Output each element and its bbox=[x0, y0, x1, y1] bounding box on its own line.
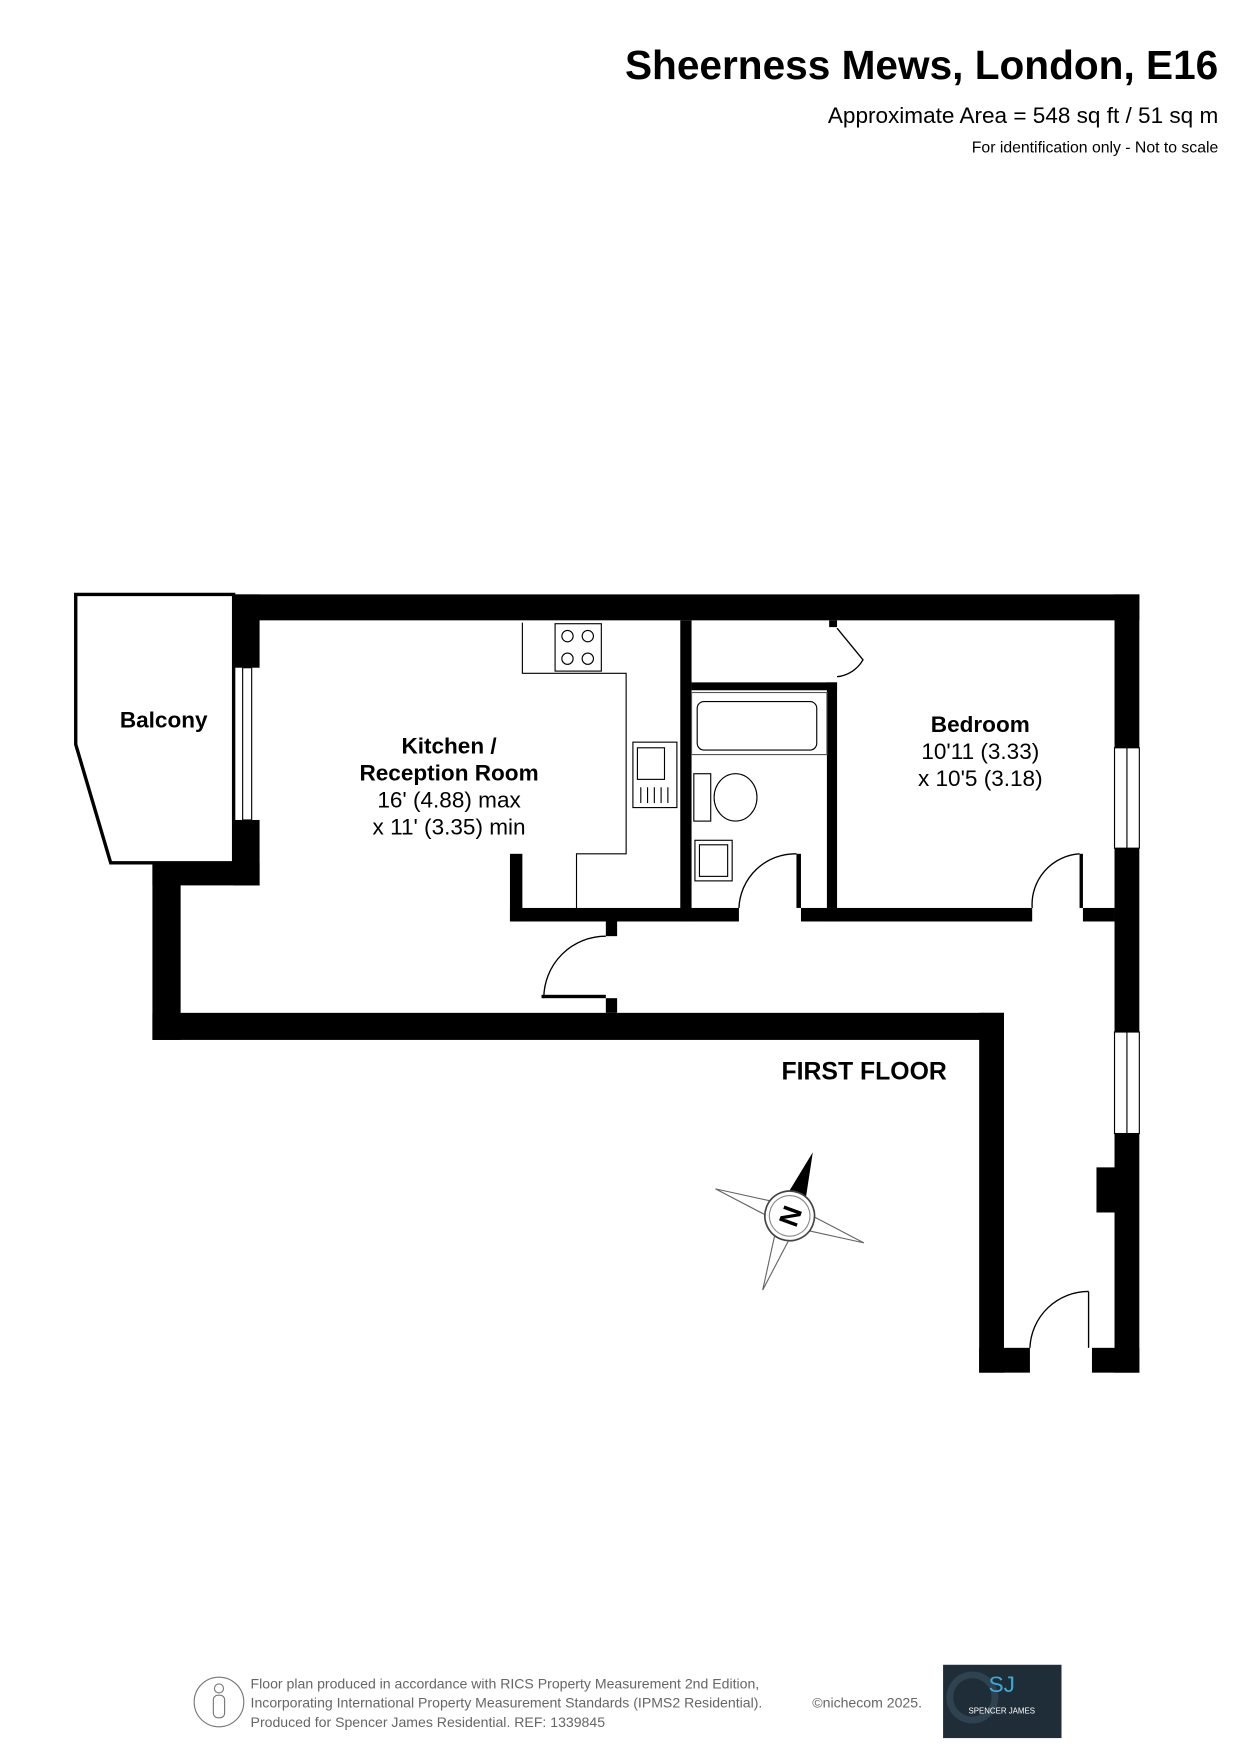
property-title: Sheerness Mews, London, E16 bbox=[625, 42, 1218, 88]
svg-text:10'11 (3.33): 10'11 (3.33) bbox=[921, 739, 1039, 764]
svg-text:Incorporating International Pr: Incorporating International Property Mea… bbox=[251, 1695, 763, 1711]
svg-text:Produced for Spencer James Res: Produced for Spencer James Residential. … bbox=[251, 1714, 606, 1730]
bedroom-label: Bedroom 10'11 (3.33) x 10'5 (3.18) bbox=[918, 712, 1043, 791]
svg-text:SPENCER JAMES: SPENCER JAMES bbox=[968, 1706, 1035, 1715]
kitchen-label: Kitchen / Reception Room 16' (4.88) max … bbox=[359, 733, 538, 839]
doors bbox=[543, 627, 1090, 1348]
compass-icon bbox=[715, 1152, 865, 1291]
person-icon bbox=[193, 1676, 245, 1728]
windows bbox=[242, 667, 1140, 1135]
svg-text:SJ: SJ bbox=[989, 1672, 1015, 1697]
svg-text:Reception Room: Reception Room bbox=[359, 761, 538, 786]
balcony-label: Balcony bbox=[120, 707, 208, 732]
spencer-james-logo: SJ SPENCER JAMES bbox=[943, 1664, 1062, 1739]
svg-text:Kitchen /: Kitchen / bbox=[401, 733, 497, 758]
svg-text:x 11' (3.35) min: x 11' (3.35) min bbox=[373, 815, 526, 840]
walls bbox=[152, 594, 1140, 1373]
bathroom-fittings bbox=[690, 691, 828, 882]
svg-text:©nichecom 2025.: ©nichecom 2025. bbox=[812, 1695, 922, 1711]
bath-icon bbox=[696, 700, 818, 751]
toilet-icon bbox=[693, 773, 712, 822]
floor-label: FIRST FLOOR bbox=[781, 1058, 946, 1085]
basin-icon bbox=[694, 839, 733, 882]
hob-icon bbox=[554, 623, 602, 672]
svg-text:16' (4.88) max: 16' (4.88) max bbox=[377, 788, 521, 813]
svg-text:Floor plan produced in accorda: Floor plan produced in accordance with R… bbox=[251, 1675, 760, 1691]
footer-text: Floor plan produced in accordance with R… bbox=[251, 1675, 922, 1729]
sink-icon bbox=[632, 741, 678, 809]
kitchen-counter bbox=[521, 622, 678, 908]
svg-text:Bedroom: Bedroom bbox=[931, 712, 1030, 737]
scale-note: For identification only - Not to scale bbox=[972, 139, 1219, 156]
svg-text:x 10'5 (3.18): x 10'5 (3.18) bbox=[918, 766, 1043, 791]
approximate-area: Approximate Area = 548 sq ft / 51 sq m bbox=[828, 103, 1218, 128]
